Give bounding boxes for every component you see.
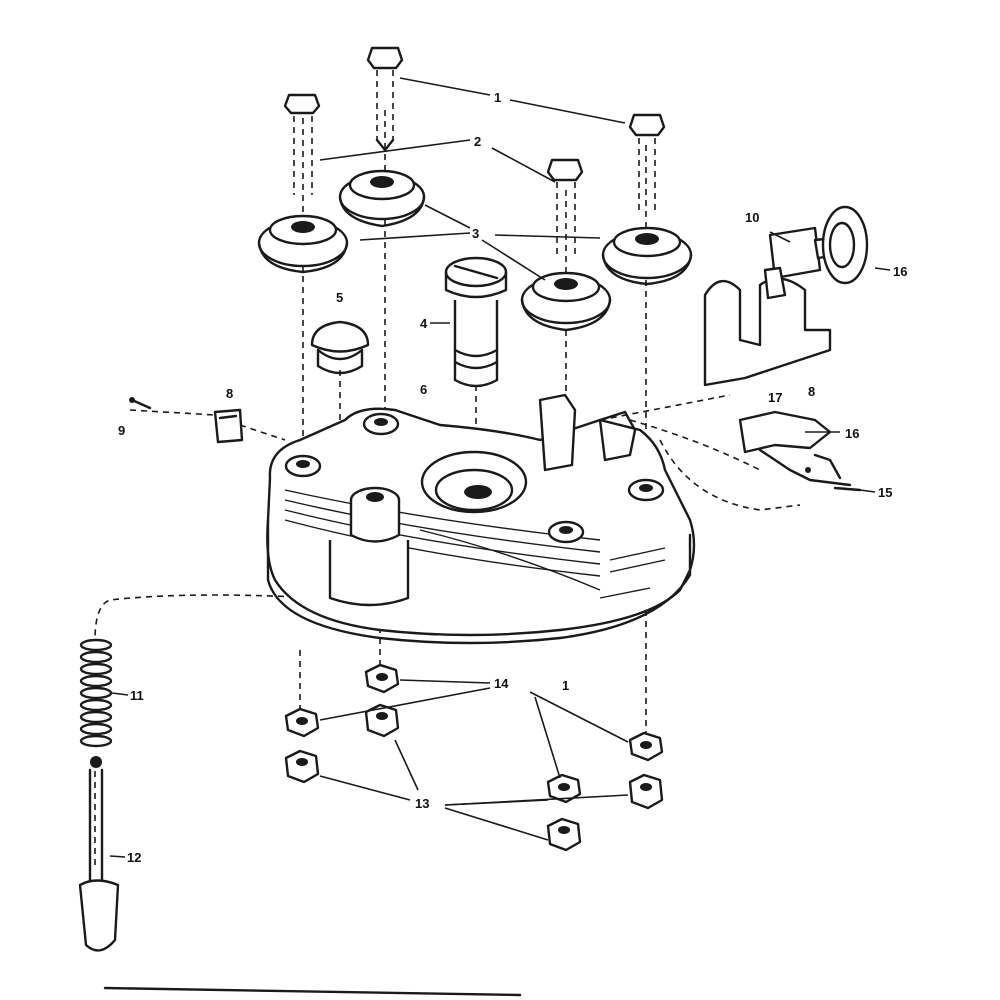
label-6: 6 bbox=[420, 382, 427, 397]
label-5: 5 bbox=[336, 290, 343, 305]
bolt-right bbox=[628, 113, 666, 210]
label-13: 13 bbox=[415, 796, 429, 811]
grommet-right bbox=[601, 226, 693, 286]
label-11: 11 bbox=[130, 688, 144, 703]
pin-left bbox=[129, 397, 152, 410]
nut-a bbox=[364, 663, 400, 694]
label-10: 10 bbox=[745, 210, 759, 225]
label-9: 9 bbox=[118, 423, 125, 438]
callout-labels: 1 2 3 4 5 6 8 9 10 16 17 8 16 15 11 12 1… bbox=[118, 90, 907, 865]
bolt-middle bbox=[546, 158, 584, 255]
plunger-pin bbox=[78, 756, 120, 952]
label-16-linkage: 16 bbox=[845, 426, 859, 441]
nut-b bbox=[284, 707, 320, 738]
label-3: 3 bbox=[472, 226, 479, 241]
linkage bbox=[738, 410, 862, 492]
label-12: 12 bbox=[127, 850, 141, 865]
nut-c bbox=[364, 703, 400, 738]
bracket-assembly bbox=[703, 205, 869, 387]
caption-rule bbox=[103, 986, 522, 997]
alignment-guides bbox=[94, 110, 801, 870]
plug-screw bbox=[444, 256, 508, 388]
cylinder-head bbox=[266, 393, 696, 645]
grommet-center bbox=[520, 271, 612, 332]
bolt-left bbox=[283, 93, 321, 195]
nut-d bbox=[284, 749, 320, 784]
bolt-center bbox=[366, 46, 404, 152]
label-4: 4 bbox=[420, 316, 428, 331]
label-2: 2 bbox=[474, 134, 481, 149]
nut-f bbox=[546, 773, 582, 804]
grommet-upper-left bbox=[338, 169, 426, 228]
label-16-right: 16 bbox=[893, 264, 907, 279]
label-1-bottom: 1 bbox=[562, 678, 569, 693]
label-1-top: 1 bbox=[494, 90, 501, 105]
nut-h bbox=[546, 817, 582, 852]
leader-lines bbox=[109, 77, 891, 858]
label-15: 15 bbox=[878, 485, 892, 500]
label-8-linkage: 8 bbox=[808, 384, 815, 399]
spring bbox=[79, 638, 113, 748]
nuts bbox=[284, 663, 664, 852]
clip-left bbox=[213, 408, 244, 444]
label-14: 14 bbox=[494, 676, 509, 691]
cap bbox=[310, 320, 370, 375]
nut-e bbox=[628, 731, 664, 762]
label-8: 8 bbox=[226, 386, 233, 401]
label-17: 17 bbox=[768, 390, 782, 405]
grommet-left bbox=[257, 214, 349, 274]
nut-g bbox=[628, 773, 664, 810]
